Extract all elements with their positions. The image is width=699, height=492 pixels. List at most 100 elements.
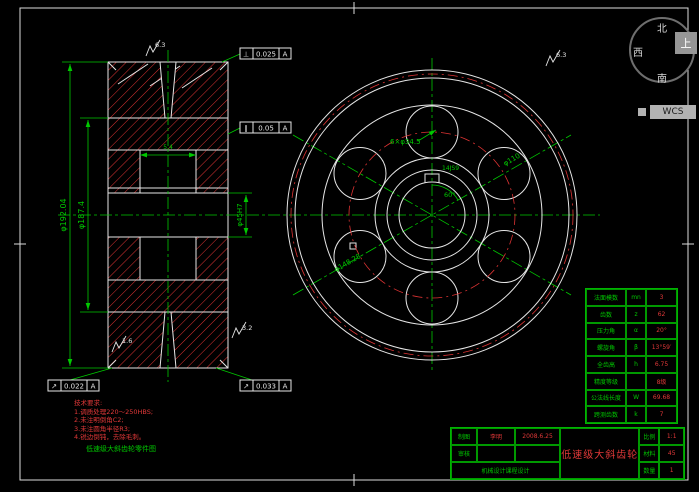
param-symbol: mn [626, 289, 647, 306]
tol1-datum: A [283, 51, 288, 59]
param-label: 压力角 [586, 322, 627, 340]
tol2-datum: A [283, 125, 288, 133]
compass-up-button[interactable]: 上 [675, 32, 697, 54]
tolerance-frame-2: ∥ 0.05 A [227, 121, 292, 135]
param-symbol: α [626, 322, 647, 340]
param-symbol: β [626, 339, 647, 356]
param-value: 8级 [646, 372, 677, 390]
tooth-space-top [159, 61, 177, 119]
checked-name [477, 445, 515, 462]
note-line: 4.锐边倒钝，去除毛刺。 [74, 433, 146, 441]
param-label: 公法线长度 [586, 389, 627, 407]
drawn-label: 制图 [451, 428, 477, 445]
param-label: 螺旋角 [586, 339, 627, 356]
checked-label: 审核 [451, 445, 477, 462]
param-label: 法面模数 [586, 289, 627, 306]
gear-parameter-table: 法面模数 mn 3 齿数 z 62 压力角 α 20° 螺旋角 β 13°59′… [585, 288, 678, 424]
hatch-web-ul [108, 150, 140, 193]
param-value: 13°59′ [646, 339, 677, 356]
technical-notes: 技术要求: 1.调质处理220～250HBS; 2.未注明倒角C2; 3.未注圆… [74, 399, 153, 442]
param-value: 62 [646, 305, 677, 323]
param-value: 69.68 [646, 389, 677, 407]
dim-web-thickness: 5.4 [163, 144, 173, 151]
wcs-icon[interactable] [638, 108, 646, 116]
qty-label: 数量 [639, 462, 660, 479]
drawing-title: 低速级大斜齿轮 [560, 428, 640, 479]
angle-arc [431, 184, 459, 201]
tolerance-frame-1: ⊥ 0.025 A [221, 47, 292, 63]
roughness-mid2-label: 1.6 [122, 337, 132, 345]
roughness-mid1-label: 3.2 [242, 324, 252, 332]
param-label: 跨测齿数 [586, 406, 627, 423]
notes-heading: 技术要求: [74, 399, 103, 407]
gear-front-view [286, 69, 578, 361]
param-value: 7 [646, 406, 677, 423]
compass-west-label[interactable]: 西 [633, 48, 643, 59]
dim-pitch-diameter: φ187.4 [77, 201, 86, 229]
param-symbol: k [626, 406, 647, 423]
note-line: 3.未注圆角半径R3; [74, 424, 131, 433]
tol1-symbol: ⊥ [243, 51, 249, 59]
param-row: 全齿高 h 6.75 [586, 356, 677, 373]
section-dimensions [62, 61, 252, 369]
param-value: 6.75 [646, 356, 677, 373]
dim-bore: φ45H7 [236, 203, 244, 226]
note-line: 1.调质处理220～250HBS; [74, 407, 154, 416]
hatch-web-ur [196, 150, 228, 193]
centerlines [58, 50, 600, 382]
param-symbol: h [626, 356, 647, 373]
param-row: 螺旋角 β 13°59′ [586, 339, 677, 356]
roughness-symbols [111, 39, 561, 353]
hatch-web-lr [196, 237, 228, 280]
param-row: 跨测齿数 k 7 [586, 406, 677, 423]
sheet-frame [14, 2, 694, 486]
compass-south-label[interactable]: 南 [657, 74, 667, 85]
view-compass[interactable]: 北 西 南 上 WCS [620, 8, 699, 126]
param-value: 20° [646, 322, 677, 340]
checked-date [515, 445, 561, 462]
title-block: 制图 李明 2008.6.25 审核 机械设计课程设计 低速级大斜齿轮 比例 1… [450, 427, 685, 480]
school-cell: 机械设计课程设计 [451, 462, 561, 479]
tol2-value: 0.05 [258, 125, 274, 133]
compass-north-label[interactable]: 北 [657, 24, 667, 35]
dim-outer-diameter: φ192.04 [59, 198, 68, 231]
param-row: 压力角 α 20° [586, 322, 677, 340]
dim-keyway: 14JS9 [442, 165, 459, 172]
material-label: 材料 [639, 445, 660, 462]
hatch-web-ll [108, 237, 140, 280]
scale-label: 比例 [639, 428, 660, 445]
roughness-corner-label: 6.3 [556, 51, 566, 59]
tol3-symbol: ↗ [51, 383, 57, 391]
param-label: 齿数 [586, 305, 627, 323]
drawn-name: 李明 [477, 428, 515, 445]
tol4-symbol: ↗ [243, 383, 249, 391]
param-row: 法面模数 mn 3 [586, 289, 677, 306]
roughness-top-label: 6.3 [155, 41, 165, 49]
scale-value: 1:1 [659, 428, 684, 445]
tolerance-frame-4: ↗ 0.033 A [215, 367, 292, 392]
view-caption: 低速级大斜齿轮零件图 [86, 445, 156, 453]
tol3-datum: A [91, 383, 96, 391]
param-value: 3 [646, 289, 677, 306]
qty-value: 1 [659, 462, 684, 479]
tolerance-frame-3: ↗ 0.022 A [47, 367, 113, 392]
wcs-button[interactable]: WCS [650, 105, 696, 119]
param-row: 齿数 z 62 [586, 305, 677, 323]
holes-leader [417, 129, 437, 142]
dim-rim-inner: φ148.28 [333, 252, 362, 273]
material-value: 45 [659, 445, 684, 462]
param-label: 全齿高 [586, 356, 627, 373]
param-row: 公法线长度 W 69.68 [586, 389, 677, 407]
drawn-date: 2008.6.25 [515, 428, 561, 445]
dim-holes-callout: 6×φ34.5 [390, 138, 421, 146]
note-line: 2.未注明倒角C2; [74, 416, 124, 424]
tol4-value: 0.033 [256, 383, 276, 391]
param-row: 精度等级 8级 [586, 372, 677, 390]
param-symbol: W [626, 389, 647, 407]
param-symbol: z [626, 305, 647, 323]
tol1-value: 0.025 [256, 51, 276, 59]
tol2-symbol: ∥ [244, 125, 248, 133]
tol4-datum: A [283, 383, 288, 391]
